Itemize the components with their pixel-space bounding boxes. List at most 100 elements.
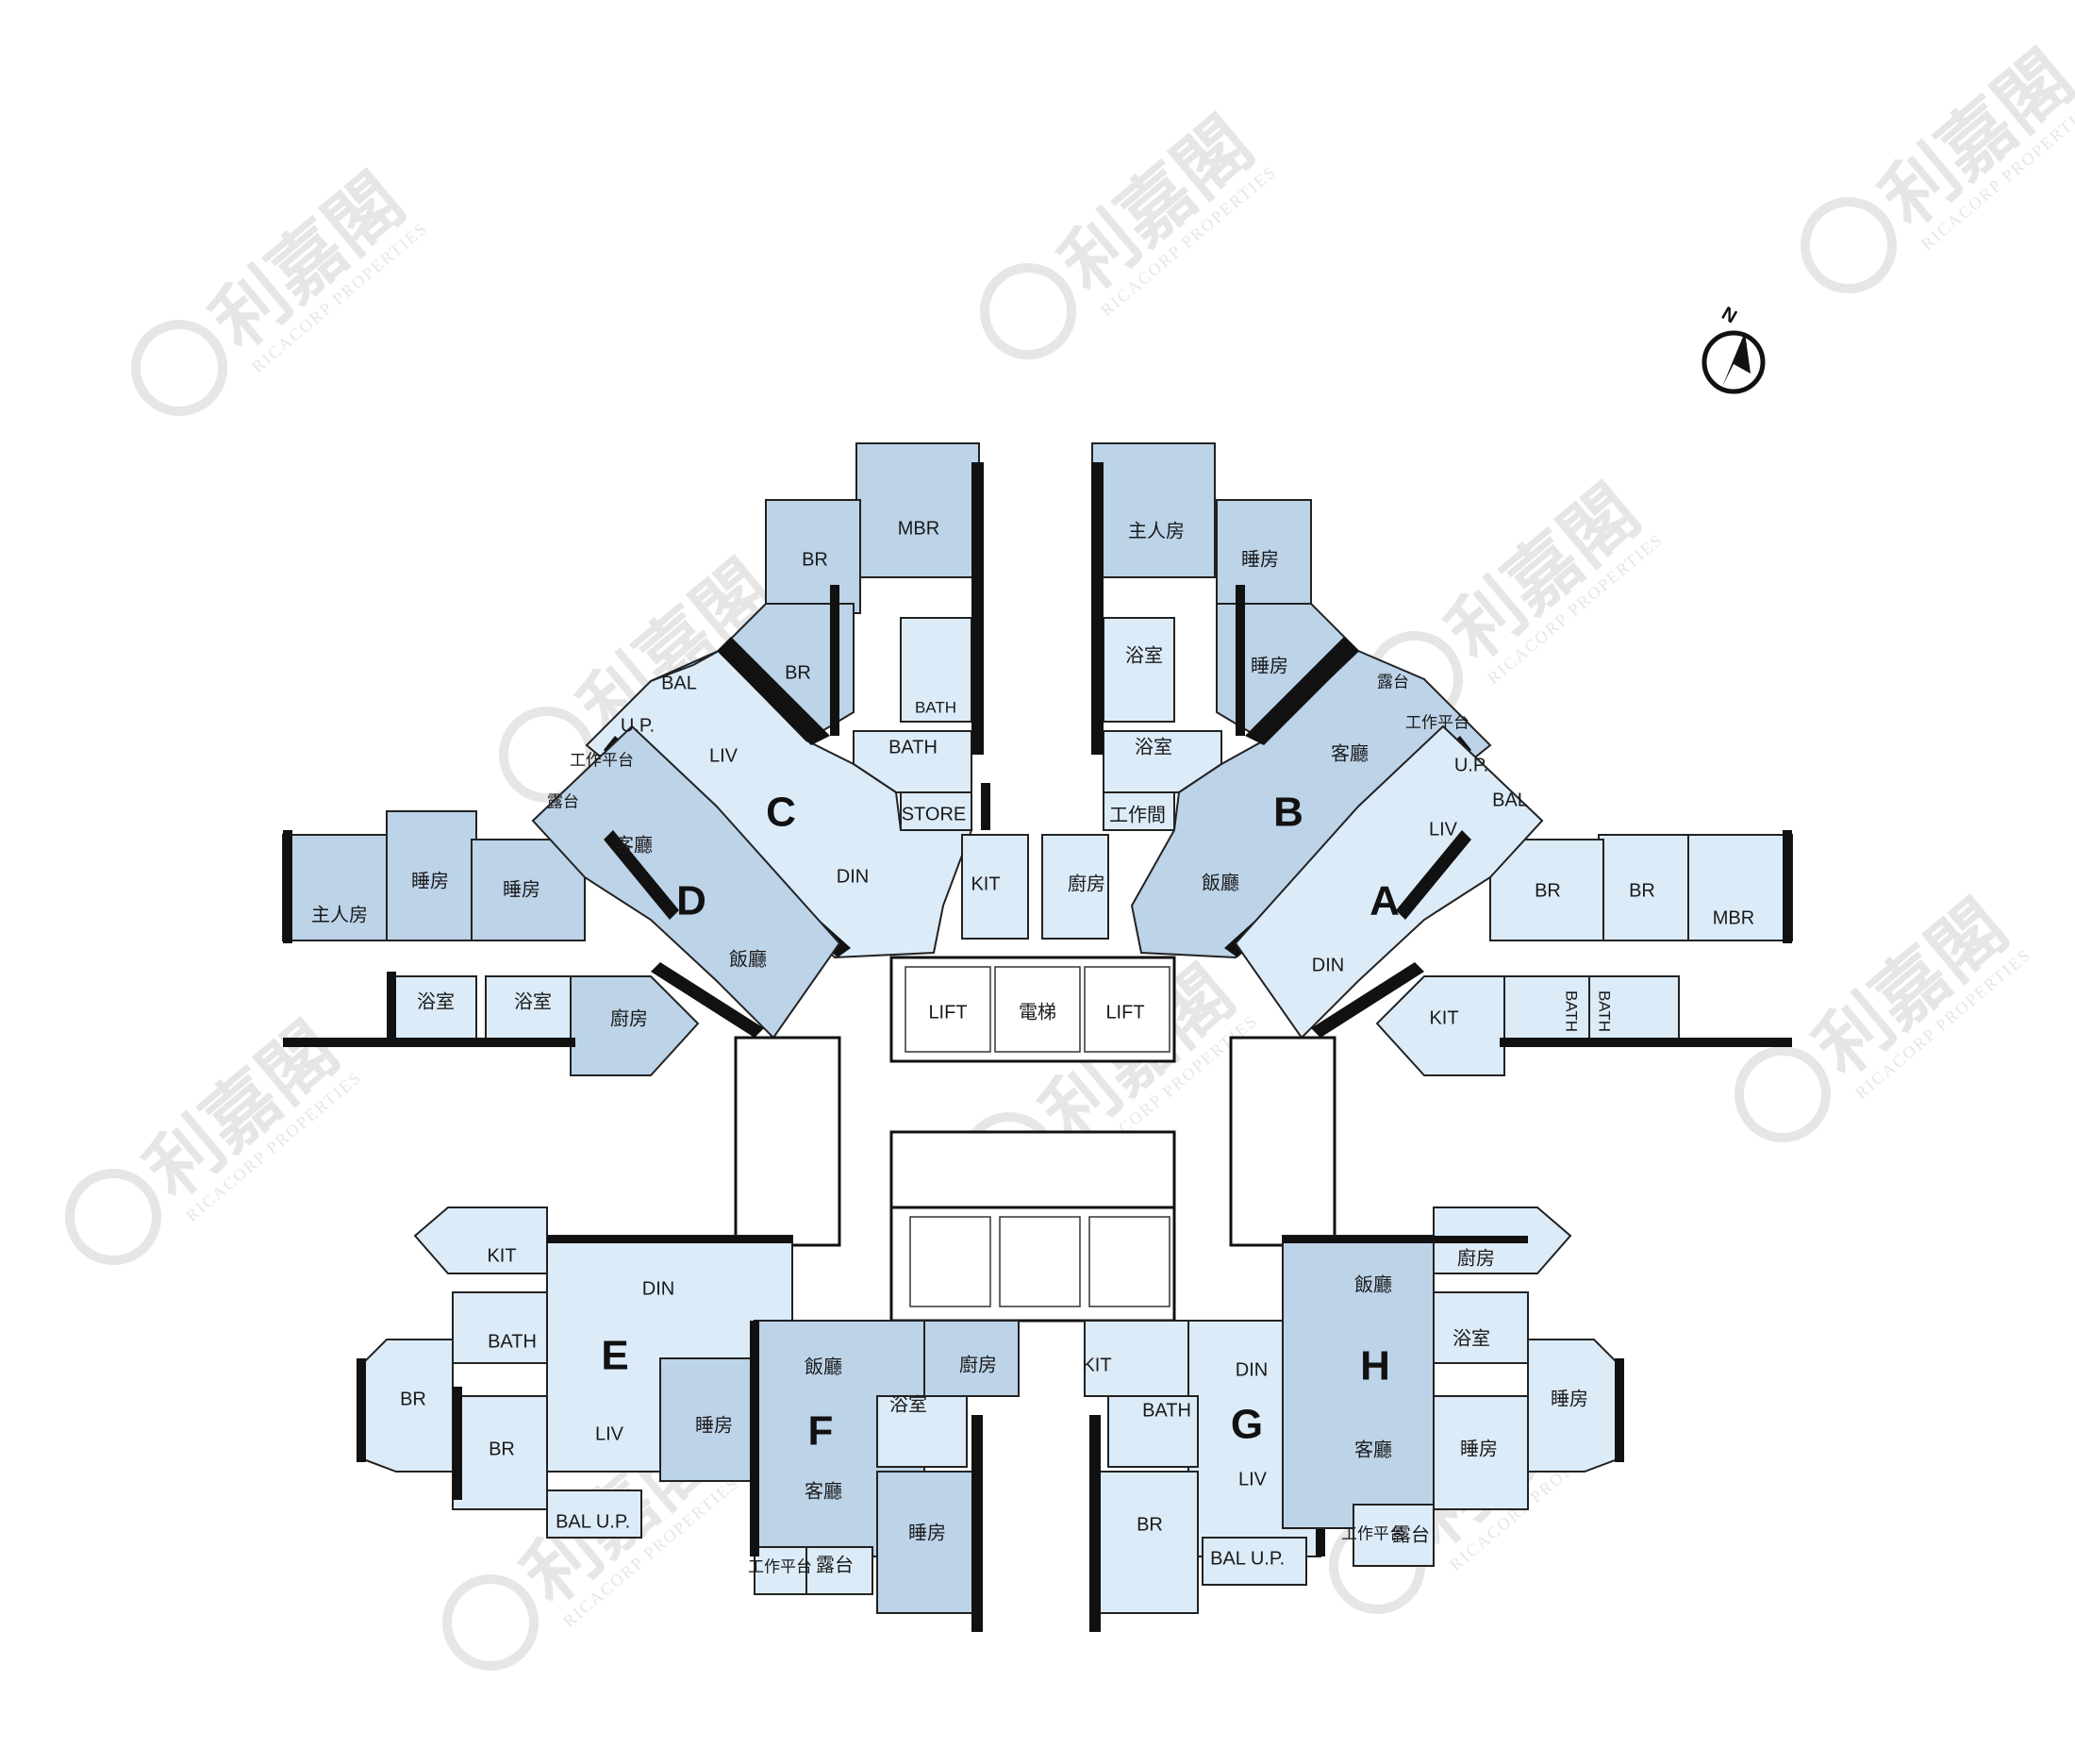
room-label: 工作平台 [1405,713,1469,731]
room-label: 工作間 [1109,804,1166,825]
watermark: 利嘉閣 RICACORP PROPERTIES [1801,37,2075,293]
room-bedroom [659,1357,755,1482]
room-label: 飯廳 [729,948,767,970]
room-label: KIT [971,874,1000,894]
room-label: DIN [837,866,869,887]
room-label: 露台 [1377,673,1409,691]
room-label: 工作平台 [748,1557,812,1575]
room-bath [876,1395,968,1468]
unit-a-label: A [1370,878,1400,924]
room-master [1091,442,1216,578]
lift-car [905,966,991,1053]
room-label: 工作平台 [570,751,634,769]
room-master [282,834,392,941]
room-living-dining [1130,649,1492,959]
unit-h [1282,1207,1624,1567]
room-bath [390,975,477,1043]
room-br [1093,1471,1199,1614]
room-label: 睡房 [1241,548,1279,570]
room-bath [1588,975,1680,1043]
room-label: 浴室 [1452,1327,1490,1349]
room-label: BR [1629,880,1655,901]
room-kit [413,1207,548,1274]
room-utility [754,1546,807,1595]
room-label: 睡房 [695,1414,733,1436]
room-mbr [1683,834,1793,941]
room-label: BR [802,549,828,570]
room-label: 浴室 [1135,736,1172,757]
room-kit [1375,975,1505,1076]
room-label: 廚房 [959,1353,997,1375]
room-bath [1107,1395,1199,1468]
room-label: 客廳 [615,834,653,856]
lift-car [994,966,1081,1053]
unit-d-label: D [676,878,706,924]
room-label: 工作平台 [1341,1524,1405,1542]
room-label: BR [489,1439,515,1459]
room-label: BR [785,662,811,683]
room-label: LIV [709,745,739,766]
room-work [1103,791,1175,831]
north-arrow-icon: N [1702,303,1766,394]
watermark: 利嘉閣 RICACORP PROPERTIES [131,159,431,416]
lift-label: 電梯 [1019,1001,1056,1023]
unit-h-label: H [1360,1343,1390,1390]
lift-label: LIFT [928,1002,967,1023]
room-label: 睡房 [503,878,540,900]
room-label: 客廳 [805,1480,842,1502]
room-label: 飯廳 [1354,1273,1392,1295]
room-label: 飯廳 [805,1356,842,1377]
room-label: DIN [1312,955,1344,975]
room-bath [1503,975,1590,1043]
room-label: BAL [661,673,697,693]
room-label: 浴室 [1125,644,1163,666]
room-bedroom [1216,499,1312,614]
room-balcony [805,1546,873,1595]
unit-g-label: G [1231,1402,1263,1448]
room-label: 浴室 [514,990,552,1012]
room-kitchen [570,975,700,1076]
room-label: MBR [1713,907,1754,928]
room-mbr [855,442,980,578]
room-label: 睡房 [1551,1388,1588,1409]
room-label: BAL [1210,1548,1246,1569]
room-label: U.P. [621,715,655,736]
room-kitchen [923,1320,1020,1397]
room-bedroom [1433,1395,1529,1510]
room-br [452,1395,548,1510]
lift-label: LIFT [1105,1002,1144,1023]
lift-lobby [889,956,1176,1063]
room-label: 客廳 [1331,742,1369,764]
room-label: MBR [898,518,939,539]
core [734,956,1336,1323]
room-label: 廚房 [1068,872,1105,894]
unit-f [659,1320,1020,1632]
room-label: 飯廳 [1202,872,1239,893]
room-bal [650,650,720,682]
room-label: 主人房 [1128,520,1185,541]
unit-e-label: E [601,1333,628,1379]
room-label: 浴室 [889,1393,927,1415]
lift-car [909,1216,991,1307]
unit-d [282,724,841,1076]
lift-car [1084,966,1170,1053]
room-label: LIV [1429,819,1458,840]
room-bath [452,1291,548,1364]
room-br [765,499,861,614]
labels: A B C D E F G H MBR BR BR LIV DIN KIT BA… [311,518,1754,1575]
room-bath [485,975,572,1043]
room-label: KIT [1429,1007,1458,1028]
room-label: 睡房 [1460,1438,1498,1459]
room-label: U.P. [1251,1548,1285,1569]
room-label: 露台 [1392,1523,1430,1545]
room-bal [546,1489,642,1539]
room-living-dining [1282,1235,1435,1529]
room-label: BATH [1563,990,1581,1032]
lift-car [1088,1216,1170,1307]
room-kitchen [1041,834,1109,940]
room-label: STORE [902,804,967,824]
compass-label: N [1718,303,1741,327]
room-bath [1433,1291,1529,1364]
room-label: BAL [556,1511,591,1532]
